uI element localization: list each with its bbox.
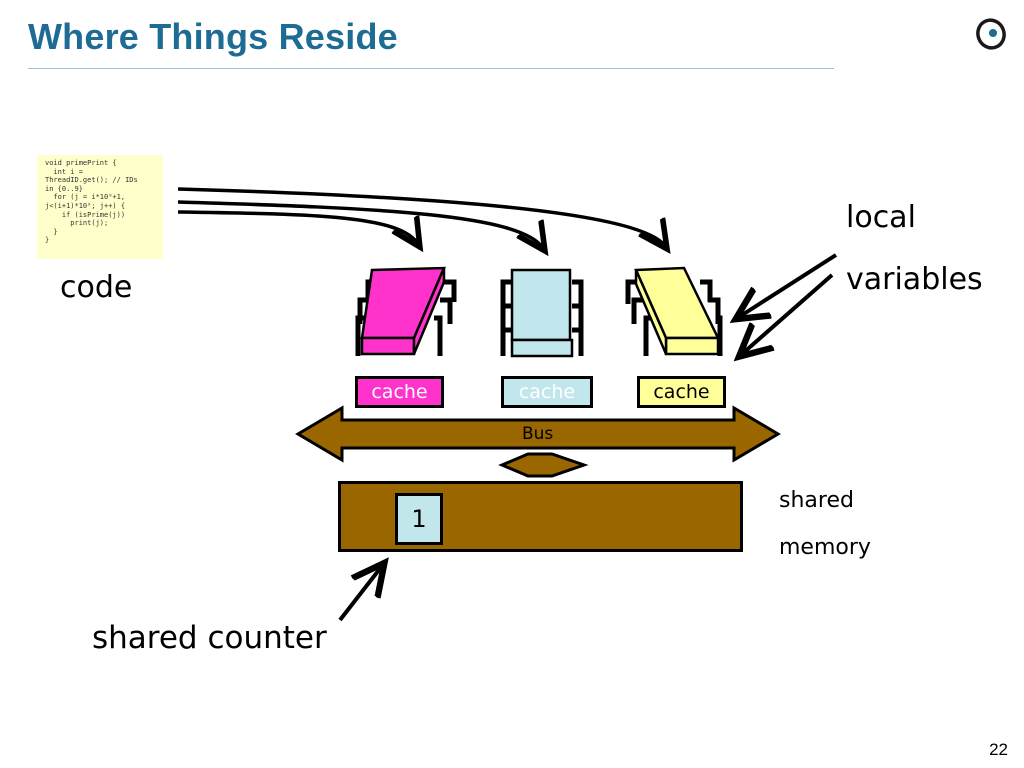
local-variables-arrow-1 xyxy=(739,253,838,317)
code-line: j<(i+1)*10⁹; j++) { xyxy=(45,201,126,210)
shared-memory-label-line2: memory xyxy=(779,535,871,560)
code-line: int i = xyxy=(45,167,83,176)
code-block: void primePrint { int i = ThreadID.get()… xyxy=(37,155,163,259)
processor-chip-1 xyxy=(355,266,457,356)
processor-chip-3 xyxy=(625,266,723,356)
title-divider xyxy=(28,68,834,69)
slide-title: Where Things Reside xyxy=(28,16,398,57)
code-line: } xyxy=(45,236,50,245)
code-line: for (j = i*10⁹+1, xyxy=(45,193,126,202)
shared-counter-arrow xyxy=(338,566,382,622)
code-line: in {0..9} xyxy=(45,184,83,193)
cache-box-2: cache xyxy=(501,376,593,408)
code-line: } xyxy=(45,227,58,236)
local-variables-label-line1: local xyxy=(846,200,916,235)
page-number: 22 xyxy=(989,740,1008,759)
local-variables-label-line2: variables xyxy=(846,262,983,297)
local-variables-arrow-2 xyxy=(742,273,834,354)
cache-box-1: cache xyxy=(355,376,444,408)
code-to-processor-2-arrow xyxy=(177,200,543,248)
bus-memory-connector xyxy=(498,452,589,478)
shared-memory-label-line1: shared xyxy=(779,488,854,513)
code-label: code xyxy=(60,270,133,305)
logo-icon xyxy=(976,18,1006,50)
code-line: print(j); xyxy=(45,219,109,228)
bus-label: Bus xyxy=(522,424,554,444)
bus-arrow xyxy=(295,405,781,463)
code-to-processor-1-arrow xyxy=(177,210,418,244)
code-line: if (isPrime(j)) xyxy=(45,210,126,219)
shared-counter-label: shared counter xyxy=(92,620,327,656)
code-line: void primePrint { xyxy=(45,159,117,167)
shared-counter-box: 1 xyxy=(395,493,443,545)
processor-chip-2 xyxy=(500,268,584,358)
cache-box-3: cache xyxy=(637,376,726,408)
code-line: ThreadID.get(); // IDs xyxy=(45,176,138,185)
code-to-processor-3-arrow xyxy=(177,187,665,246)
